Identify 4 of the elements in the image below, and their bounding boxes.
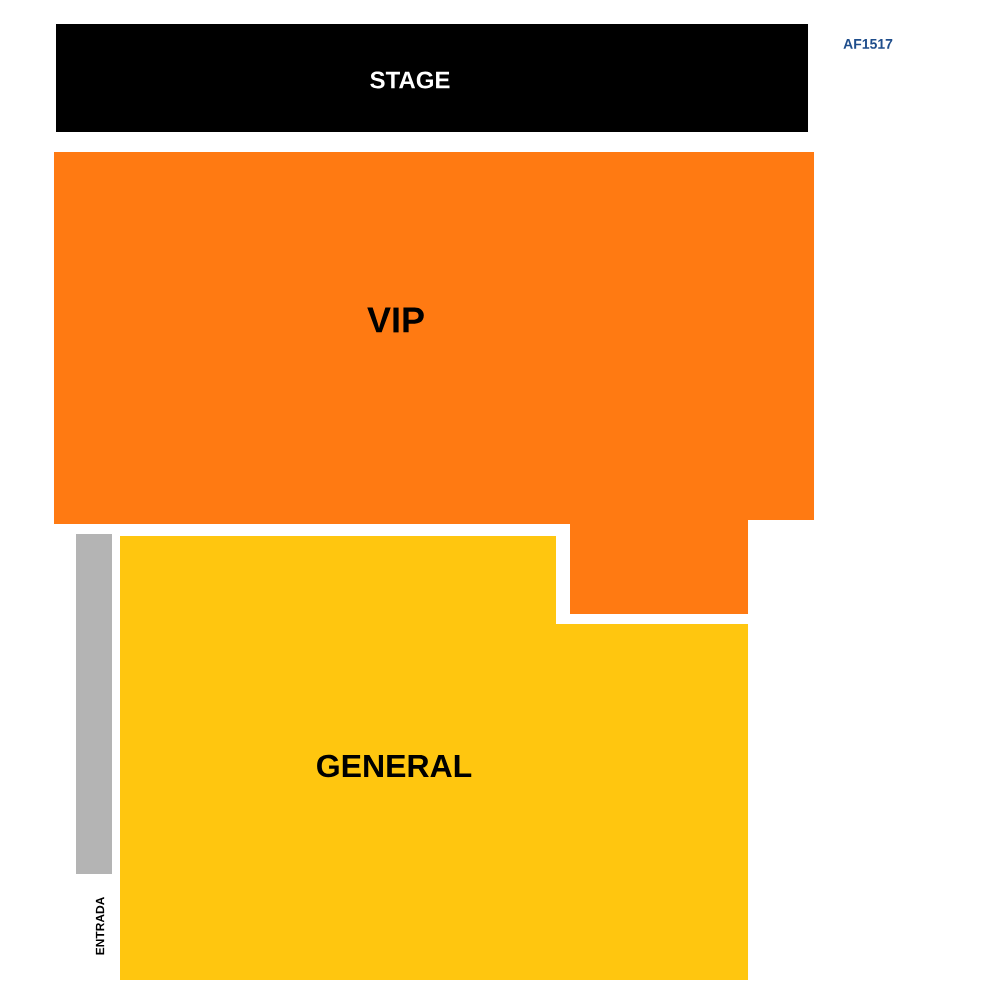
stage-block: STAGE bbox=[56, 24, 808, 132]
side-bar bbox=[76, 534, 112, 874]
seating-section: GENERAL bbox=[120, 536, 748, 980]
seating-section: VIP bbox=[54, 152, 814, 614]
